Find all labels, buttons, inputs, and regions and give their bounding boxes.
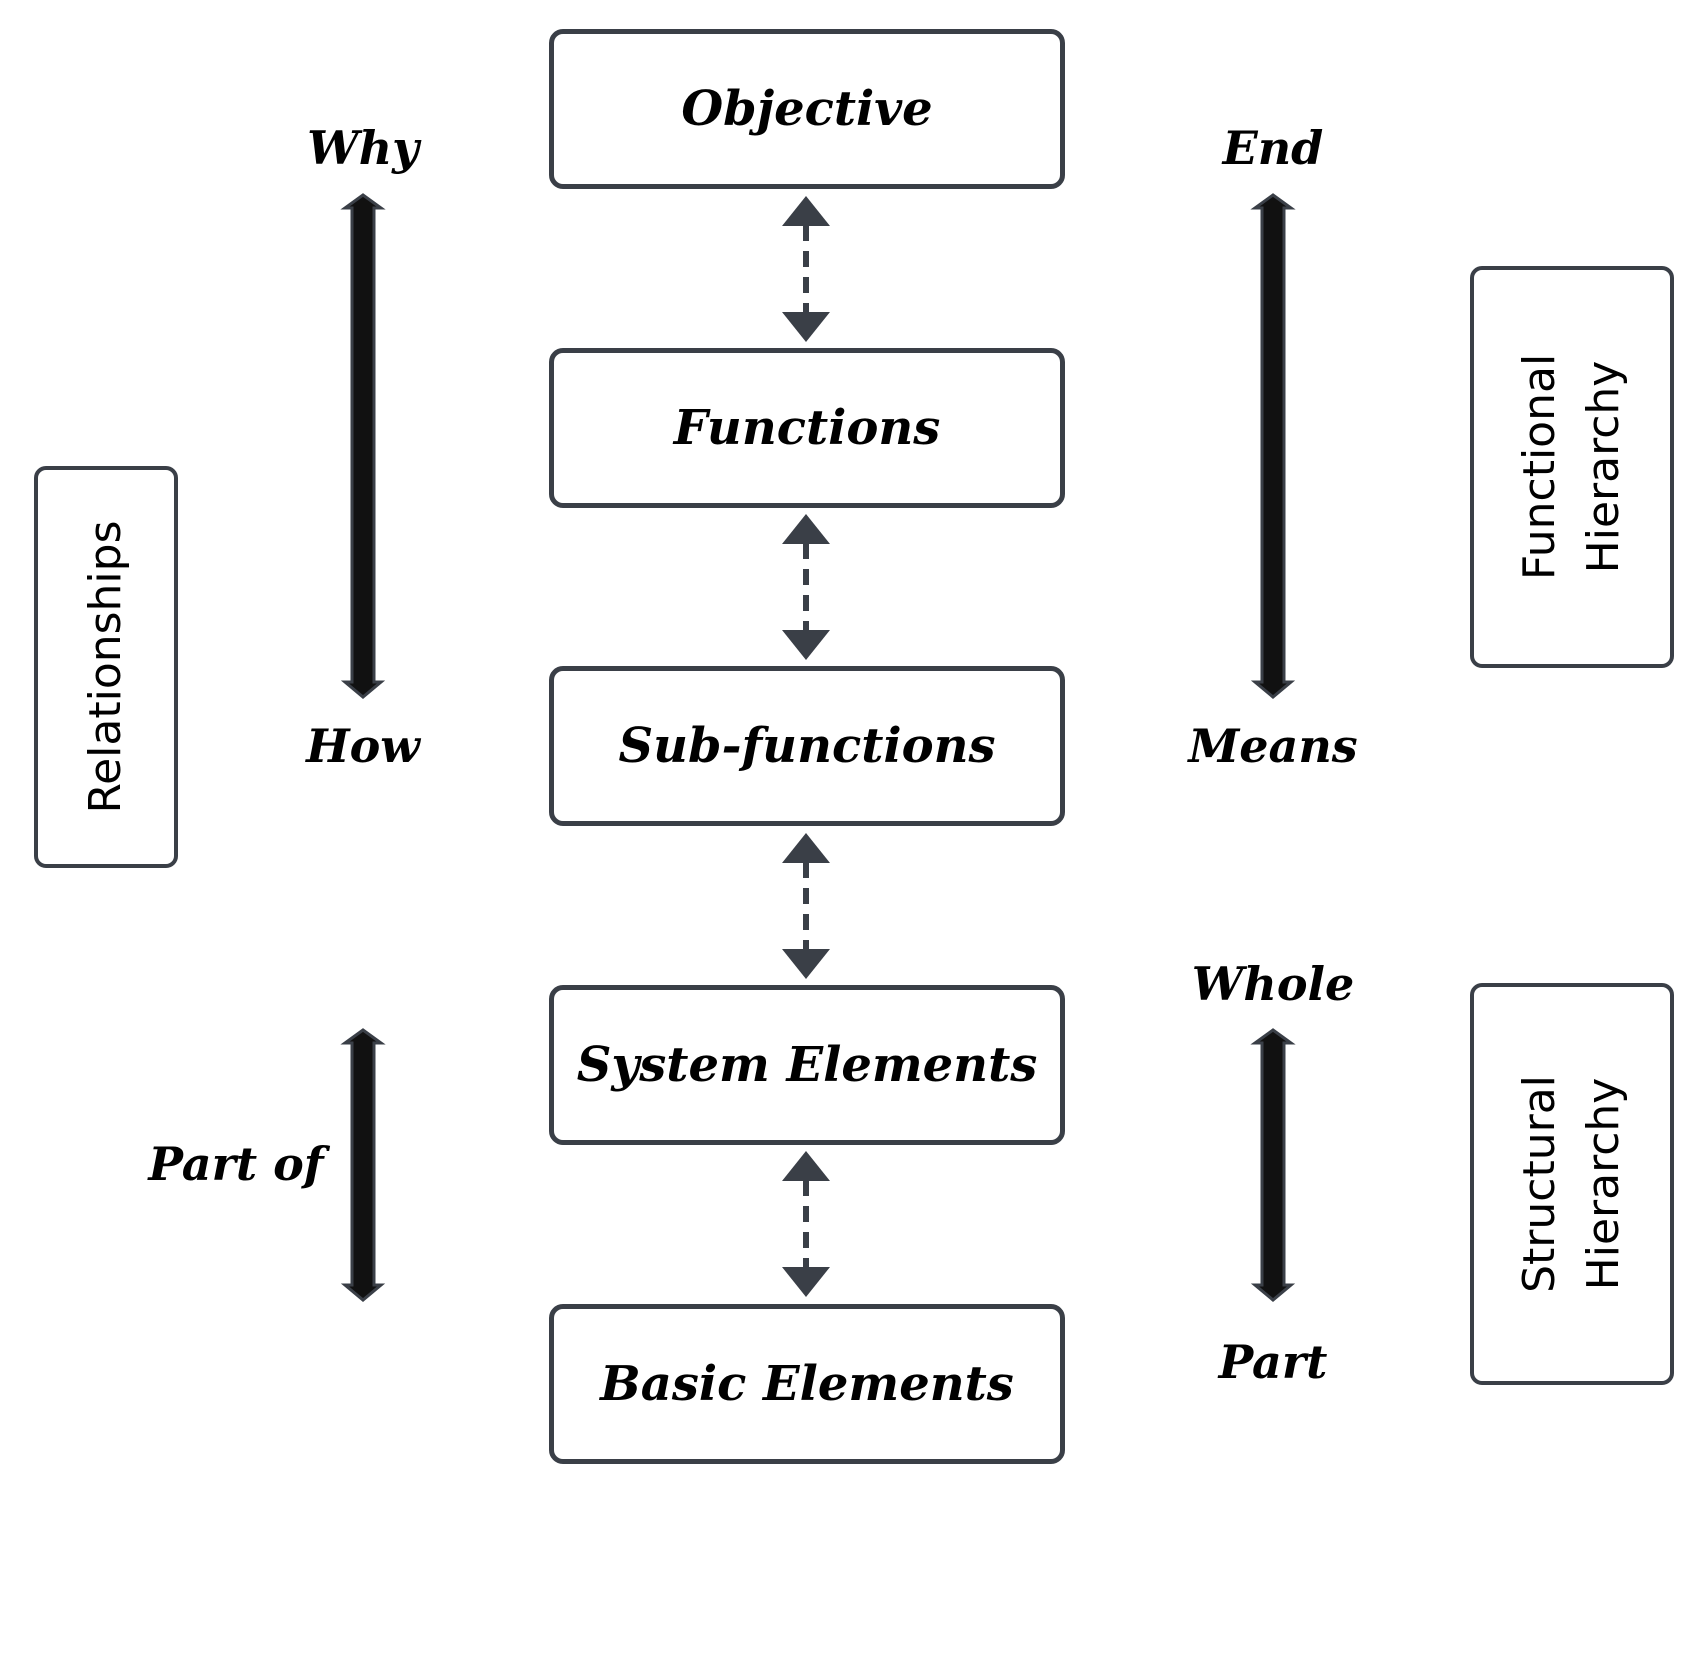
node-system-elements: System Elements	[549, 985, 1065, 1145]
panel-functional-hierarchy: Functional Hierarchy	[1470, 266, 1674, 668]
connector-systemelements-basicelements	[782, 1151, 830, 1297]
functional-hierarchy-label: Hierarchy	[1578, 360, 1629, 574]
label-why: Why	[307, 121, 419, 175]
arrow-part-of	[340, 1028, 386, 1302]
connector-functions-subfunctions	[782, 514, 830, 660]
functional-label: Functional	[1514, 353, 1566, 581]
panel-functional-hierarchy-text: Functional Hierarchy	[1508, 354, 1636, 580]
node-sub-functions: Sub-functions	[549, 666, 1065, 826]
arrow-end-means	[1250, 193, 1296, 699]
panel-relationships-text: Relationships	[74, 520, 138, 813]
node-basic-elements: Basic Elements	[549, 1304, 1065, 1464]
panel-structural-hierarchy: Structural Hierarchy	[1470, 983, 1674, 1385]
label-part-of: Part of	[148, 1137, 324, 1191]
arrow-why-how	[340, 193, 386, 699]
node-functions: Functions	[549, 348, 1065, 508]
label-means: Means	[1188, 719, 1358, 773]
label-how: How	[306, 719, 420, 773]
structural-hierarchy-label: Hierarchy	[1578, 1077, 1629, 1291]
node-objective: Objective	[549, 29, 1065, 189]
panel-structural-hierarchy-text: Structural Hierarchy	[1508, 1075, 1636, 1293]
label-whole: Whole	[1191, 957, 1355, 1011]
label-end: End	[1222, 121, 1324, 175]
connector-subfunctions-systemelements	[782, 833, 830, 979]
panel-relationships: Relationships	[34, 466, 178, 868]
connector-objective-functions	[782, 196, 830, 342]
relationships-label: Relationships	[80, 520, 132, 814]
arrow-whole-part	[1250, 1028, 1296, 1302]
structural-label: Structural	[1514, 1075, 1566, 1293]
label-part: Part	[1218, 1335, 1328, 1389]
